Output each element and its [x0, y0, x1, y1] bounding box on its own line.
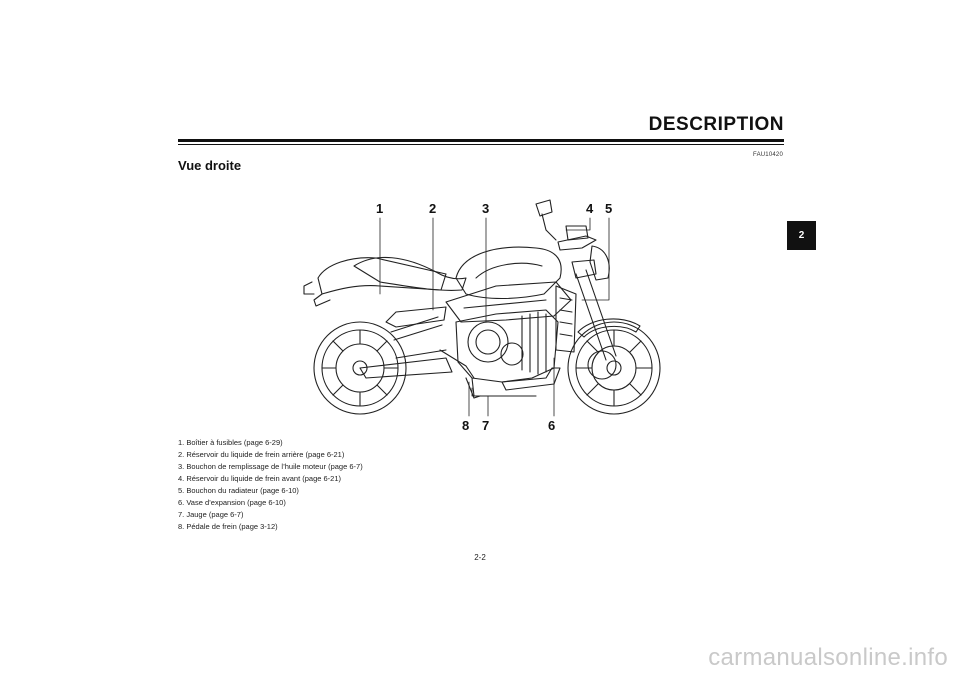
motorcycle-illustration: 1 2 3 4 5 8 7 6: [296, 182, 676, 432]
section-title: Vue droite: [178, 158, 242, 173]
callout-4: 4: [586, 201, 594, 216]
callout-1: 1: [376, 201, 384, 216]
reference-code: FAU10420: [753, 152, 783, 158]
parts-legend: 1. Boîtier à fusibles (page 6-29) 2. Rés…: [178, 437, 363, 533]
page-number: 2-2: [474, 553, 486, 562]
legend-item: 6. Vase d’expansion (page 6-10): [178, 498, 286, 507]
legend-item: 2. Réservoir du liquide de frein arrière…: [178, 450, 345, 459]
header-rule-thin: [178, 144, 784, 145]
chapter-tab: 2: [787, 221, 816, 250]
legend-item: 4. Réservoir du liquide de frein avant (…: [178, 474, 342, 483]
callout-2: 2: [429, 201, 437, 216]
callout-7: 7: [482, 418, 490, 433]
callout-5: 5: [605, 201, 613, 216]
legend-item: 8. Pédale de frein (page 3-12): [178, 522, 278, 531]
legend-item: 1. Boîtier à fusibles (page 6-29): [178, 438, 283, 447]
callout-8: 8: [462, 418, 470, 433]
legend-item: 3. Bouchon de remplissage de l’huile mot…: [178, 462, 363, 471]
legend-item: 5. Bouchon du radiateur (page 6-10): [178, 486, 299, 495]
watermark: carmanualsonline.info: [708, 644, 948, 671]
legend-item: 7. Jauge (page 6-7): [178, 510, 244, 519]
callout-6: 6: [548, 418, 556, 433]
callout-3: 3: [482, 201, 490, 216]
page-title: DESCRIPTION: [648, 114, 784, 135]
header-rule-thick: [178, 139, 784, 142]
